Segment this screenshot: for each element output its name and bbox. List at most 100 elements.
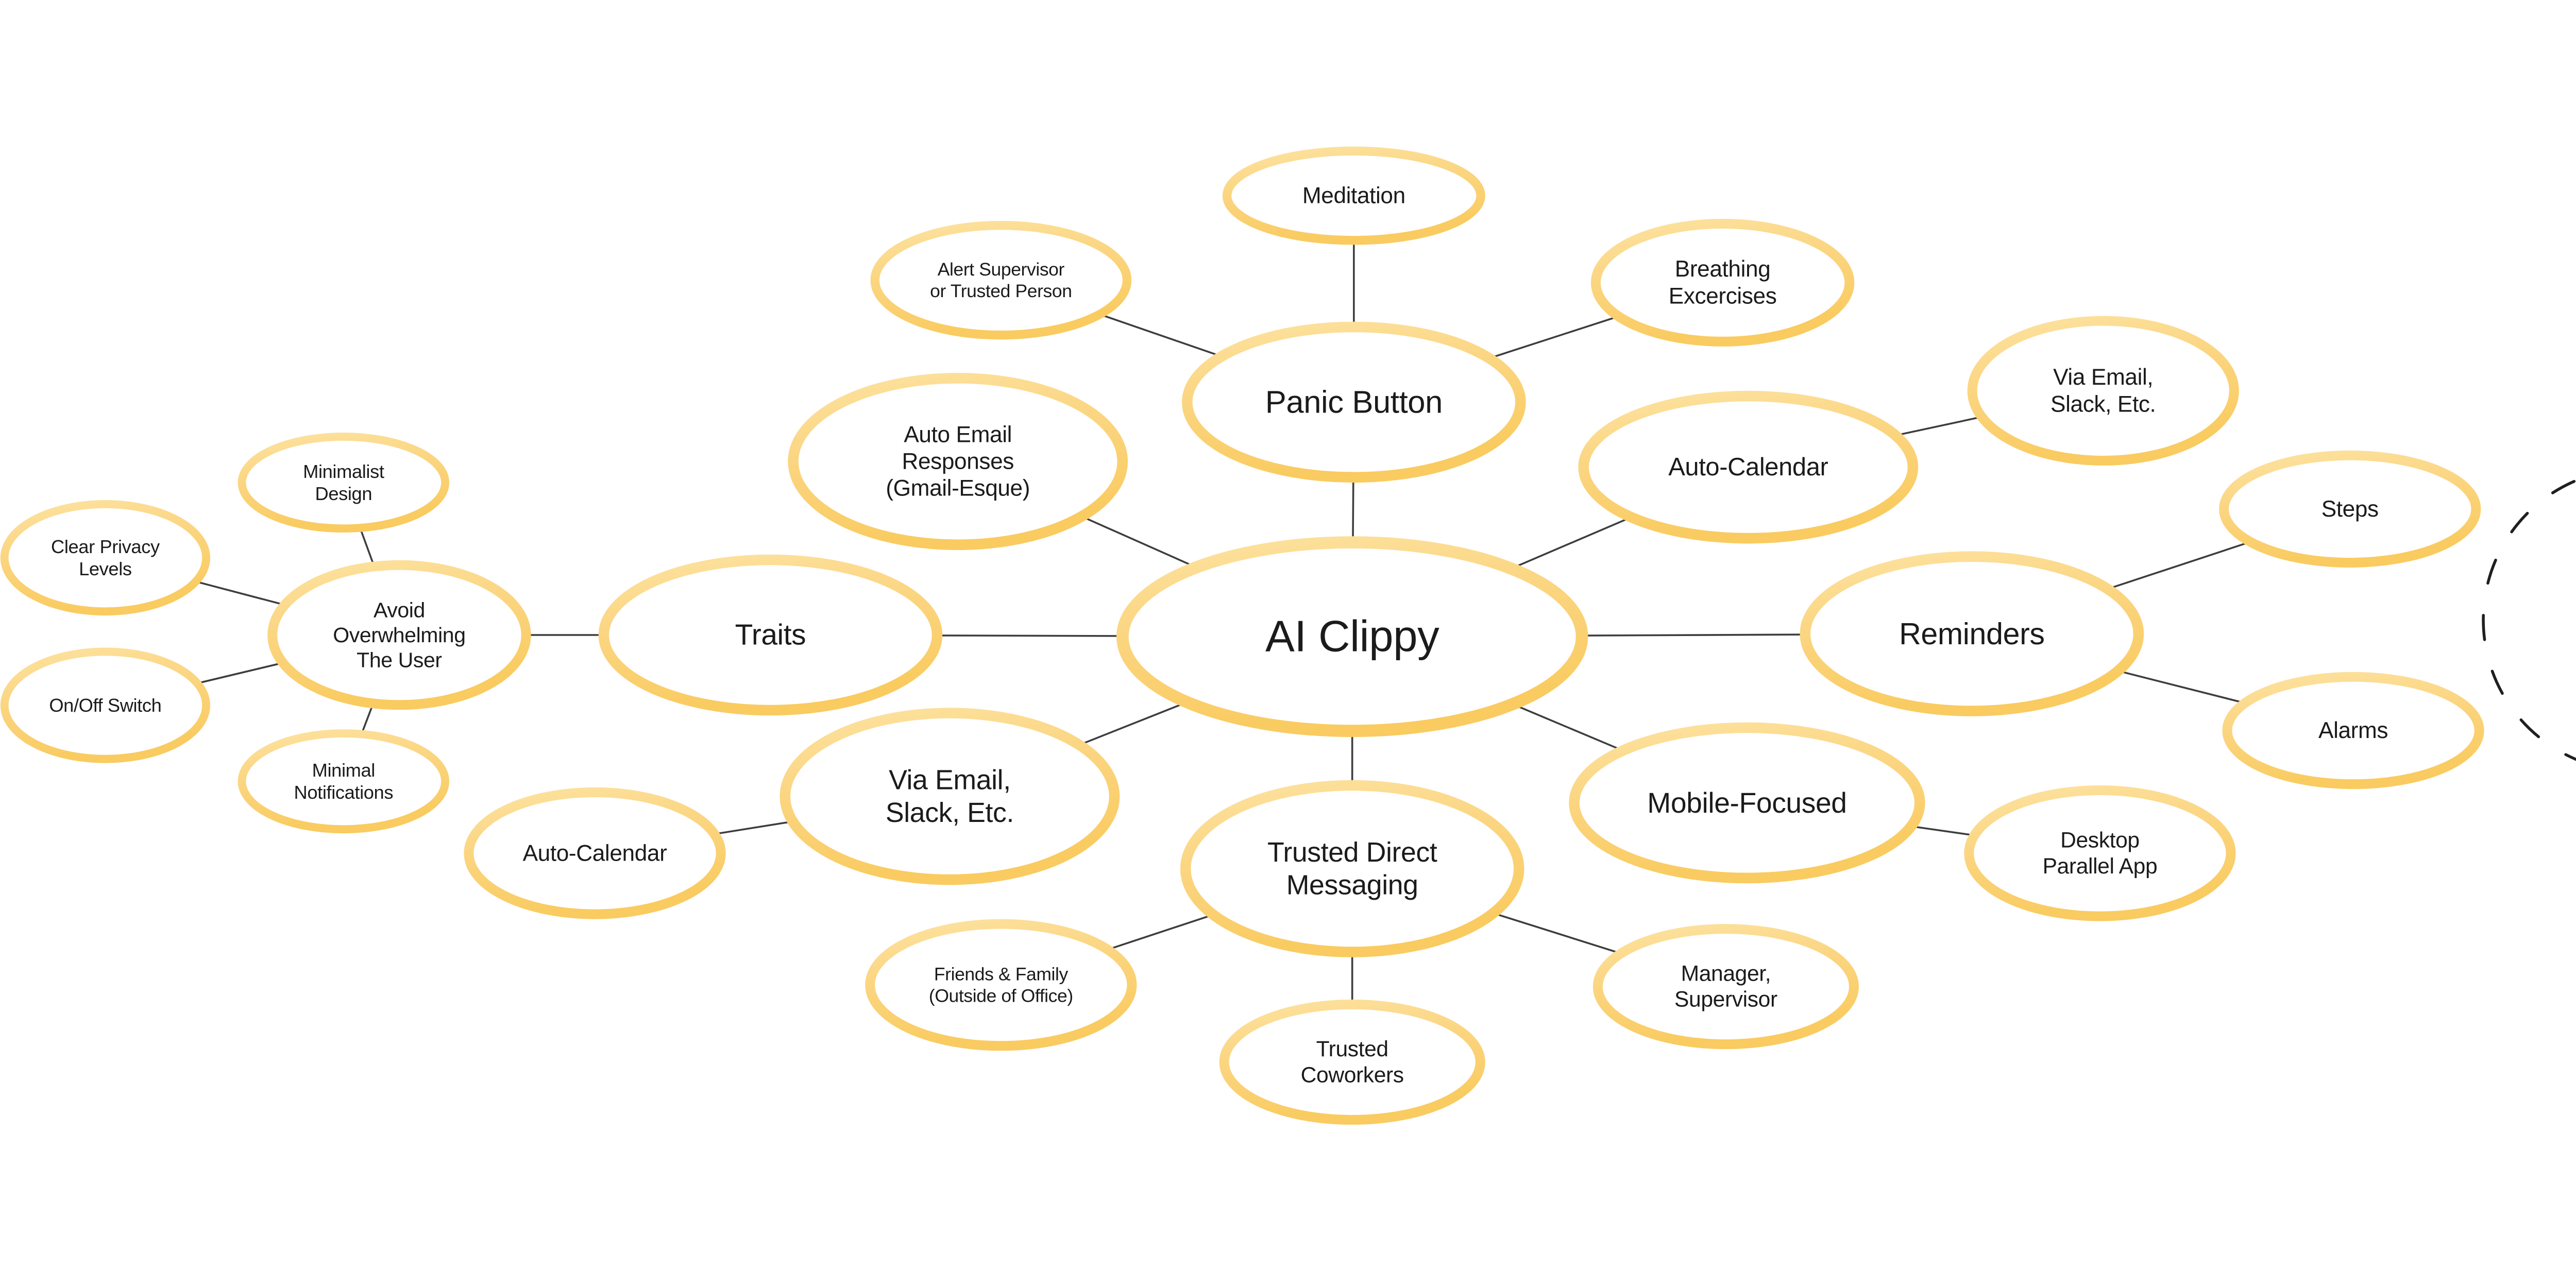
node-label-line: Clear Privacy	[51, 536, 160, 557]
node-label: Friends & Family(Outside of Office)	[929, 964, 1073, 1006]
node-label-line: Parallel App	[2043, 854, 2158, 879]
node-ai-clippy[interactable]: AI Clippy	[1116, 536, 1588, 737]
node-label-line: (Gmail-Esque)	[886, 476, 1030, 501]
node-label: Steps	[2321, 496, 2379, 522]
node-label: Reminders	[1899, 616, 2045, 651]
node-label-line: Alarms	[2318, 718, 2388, 743]
node-alarms[interactable]: Alarms	[2222, 672, 2484, 790]
node-label-line: Slack, Etc.	[886, 797, 1014, 828]
node-onoff-switch[interactable]: On/Off Switch	[0, 647, 210, 763]
node-label-line: Panic Button	[1265, 384, 1443, 420]
node-reminders[interactable]: Reminders	[1800, 551, 2144, 716]
node-shape	[1569, 722, 1925, 884]
node-label: Manager,Supervisor	[1674, 961, 1777, 1011]
node-label: Alarms	[2318, 718, 2388, 743]
node-label-line: Responses	[902, 449, 1014, 474]
node-label-line: (Outside of Office)	[929, 985, 1073, 1006]
node-shape	[598, 554, 943, 716]
node-label-line: Auto Email	[904, 422, 1012, 447]
node-shape	[1182, 321, 1526, 483]
node-label-line: Via Email,	[889, 765, 1011, 796]
node-shape	[1180, 780, 1524, 957]
node-label: Via Email,Slack, Etc.	[886, 765, 1014, 828]
node-friends-family[interactable]: Friends & Family(Outside of Office)	[865, 919, 1137, 1051]
node-label: Auto-Calendar	[1668, 453, 1828, 481]
node-label-line: Friends & Family	[934, 964, 1069, 984]
node-auto-calendar-right[interactable]: Auto-Calendar	[1578, 390, 1919, 544]
node-via-email-right[interactable]: Via Email,Slack, Etc.	[1967, 316, 2239, 466]
node-shape	[865, 919, 1137, 1051]
node-label-line: Manager,	[1681, 961, 1771, 986]
node-label-line: Breathing	[1675, 256, 1771, 282]
node-shape	[238, 729, 450, 834]
node-label-line: Trusted Direct	[1267, 837, 1437, 868]
node-shape	[870, 220, 1132, 340]
node-label-line: Levels	[79, 558, 132, 579]
node-label-line: Reminders	[1899, 616, 2045, 651]
node-shape	[1592, 924, 1859, 1050]
node-label-line: Steps	[2321, 496, 2379, 522]
node-shape	[1967, 316, 2239, 466]
node-steps[interactable]: Steps	[2219, 450, 2481, 568]
node-via-email-left[interactable]: Via Email,Slack, Etc.	[779, 708, 1120, 885]
node-shape	[1590, 218, 1855, 347]
node-label: Meditation	[1302, 183, 1405, 208]
node-meditation[interactable]: Meditation	[1222, 146, 1485, 245]
node-shape	[1800, 551, 2144, 716]
node-shape	[464, 787, 726, 919]
node-label-line: Design	[315, 483, 372, 504]
node-shape	[238, 433, 450, 533]
node-label: Mobile-Focused	[1647, 787, 1846, 819]
node-label-line: Minimalist	[303, 461, 384, 482]
node-label-line: Traits	[735, 619, 806, 651]
dashed-extension-circle	[2482, 479, 2576, 761]
node-auto-calendar-left[interactable]: Auto-Calendar	[464, 787, 726, 919]
node-shape	[1222, 146, 1485, 245]
node-label-line: The User	[357, 648, 442, 672]
node-label: AI Clippy	[1265, 612, 1439, 661]
node-label: Via Email,Slack, Etc.	[2050, 365, 2156, 417]
node-mobile-focused[interactable]: Mobile-Focused	[1569, 722, 1925, 884]
node-label-line: Mobile-Focused	[1647, 787, 1846, 819]
node-traits[interactable]: Traits	[598, 554, 943, 716]
node-shape	[0, 500, 210, 616]
node-shape	[1578, 390, 1919, 544]
node-panic-button[interactable]: Panic Button	[1182, 321, 1526, 483]
node-shape	[779, 708, 1120, 885]
node-label-line: Alert Supervisor	[938, 259, 1065, 280]
node-label-line: Auto-Calendar	[1668, 453, 1828, 481]
node-label-line: Via Email,	[2053, 365, 2153, 390]
node-shape	[1219, 999, 1485, 1125]
node-manager-supervisor[interactable]: Manager,Supervisor	[1592, 924, 1859, 1050]
node-shape	[1116, 536, 1588, 737]
node-label-line: Excercises	[1669, 283, 1777, 308]
node-label-line: On/Off Switch	[49, 695, 161, 716]
node-label-line: Desktop	[2060, 828, 2140, 853]
node-label-line: or Trusted Person	[930, 281, 1072, 301]
node-label-line: Slack, Etc.	[2050, 391, 2156, 417]
node-shape	[2219, 450, 2481, 568]
node-label-line: Meditation	[1302, 183, 1405, 208]
